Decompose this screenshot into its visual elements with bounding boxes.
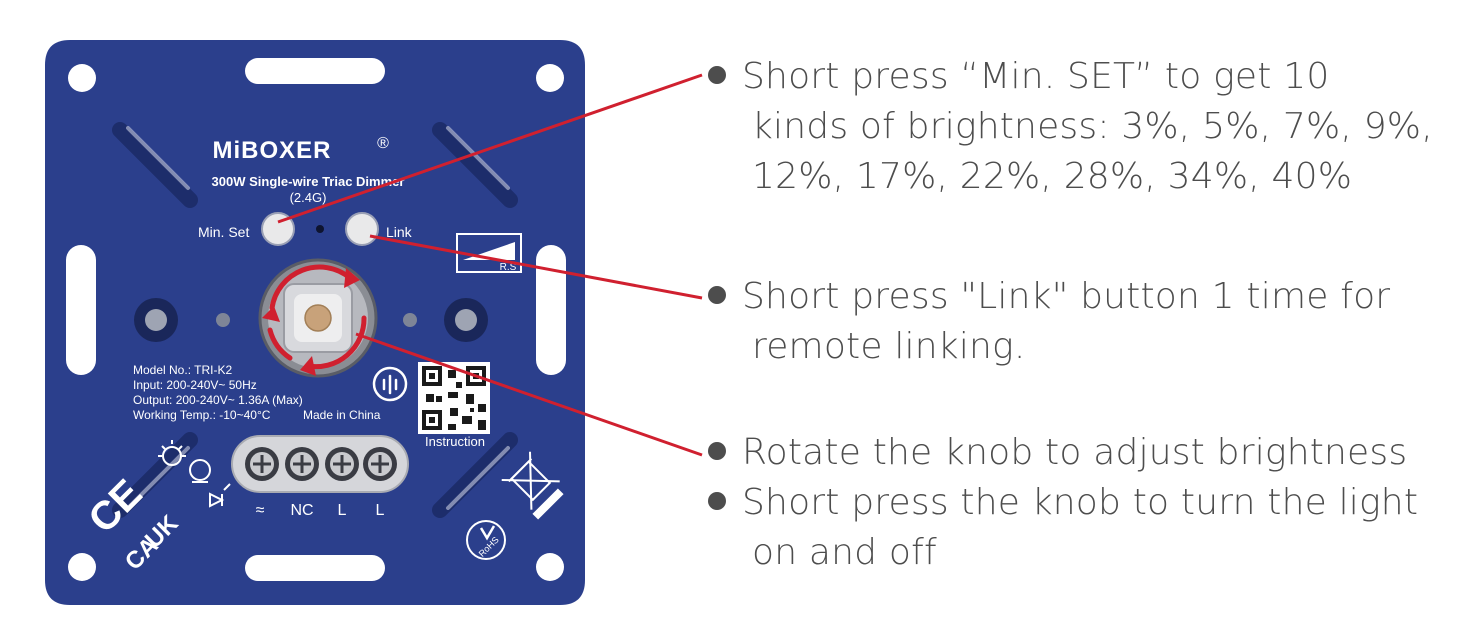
callout-line-min-set: [277, 73, 703, 224]
note-knob-press-line2: on and off: [752, 532, 937, 573]
min-set-button[interactable]: [261, 212, 295, 246]
top-slot: [245, 58, 385, 84]
callout-line-link: [369, 234, 703, 300]
terminal-label-nc: NC: [290, 502, 313, 519]
product-title: 300W Single-wire Triac Dimmer: [212, 174, 405, 189]
indicator-led: [316, 225, 324, 233]
note-min-set-line1: Short press “Min. SET” to get 10: [742, 56, 1330, 97]
terminal-block: [231, 435, 409, 493]
note-min-set: Short press “Min. SET” to get 10 kinds o…: [708, 52, 1433, 202]
bullet-dot: [708, 492, 726, 510]
note-knob: Rotate the knob to adjust brightness Sho…: [708, 428, 1418, 578]
rotation-arrows-icon: [267, 264, 367, 370]
weee-bin-icon: [501, 451, 560, 510]
left-slot: [66, 245, 96, 375]
terminal-label-load: ≈: [256, 502, 265, 519]
bullet-dot: [708, 442, 726, 460]
note-knob-press-line1: Short press the knob to turn the light: [742, 482, 1419, 523]
spec-temp: Working Temp.: -10~40°C: [133, 408, 271, 422]
link-button[interactable]: [345, 212, 379, 246]
made-in-label: Made in China: [303, 408, 381, 422]
min-set-label: Min. Set: [198, 224, 249, 240]
left-light-sensor: [216, 313, 230, 327]
diagonal-ribs: [112, 122, 518, 518]
corner-hole: [536, 64, 564, 92]
note-min-set-line3: 12%, 17%, 22%, 28%, 34%, 40%: [752, 156, 1353, 197]
brand-logo: MiBOXER: [212, 137, 331, 164]
remote-signal-icon: [372, 366, 408, 402]
bullet-dot: [708, 66, 726, 84]
note-min-set-line2: kinds of brightness: 3%, 5%, 7%, 9%,: [752, 106, 1433, 147]
note-link-line1: Short press "Link" button 1 time for: [742, 276, 1391, 317]
right-slot: [536, 245, 566, 375]
callout-lines: [277, 73, 703, 457]
terminal-label-l2: L: [376, 502, 385, 519]
corner-hole: [68, 553, 96, 581]
link-label: Link: [386, 224, 413, 240]
corner-hole: [68, 64, 96, 92]
spec-output: Output: 200-240V~ 1.36A (Max): [133, 393, 303, 407]
bottom-slot: [245, 555, 385, 581]
spec-model: Model No.: TRI-K2: [133, 363, 232, 377]
note-link: Short press "Link" button 1 time for rem…: [708, 272, 1390, 372]
spec-input: Input: 200-240V~ 50Hz: [133, 378, 257, 392]
qr-caption: Instruction: [425, 434, 485, 449]
dimmable-bulb-icon: [189, 459, 211, 483]
corner-hole: [536, 553, 564, 581]
bulb-sun-icon: [158, 440, 186, 466]
rs-label: R.S: [500, 262, 517, 273]
note-link-line2: remote linking.: [752, 326, 1026, 367]
weee-bar: [532, 488, 564, 520]
registered-mark: ®: [377, 135, 389, 152]
terminal-label-l1: L: [338, 502, 347, 519]
callout-line-knob: [355, 332, 703, 457]
led-diode-icon: [209, 483, 231, 508]
right-light-sensor: [403, 313, 417, 327]
knob-shaft[interactable]: [304, 304, 332, 332]
qr-code: [418, 362, 490, 434]
bullet-dot: [708, 286, 726, 304]
note-knob-rotate: Rotate the knob to adjust brightness: [742, 432, 1408, 473]
product-subtitle: (2.4G): [290, 190, 327, 205]
rohs-badge: [466, 520, 506, 560]
